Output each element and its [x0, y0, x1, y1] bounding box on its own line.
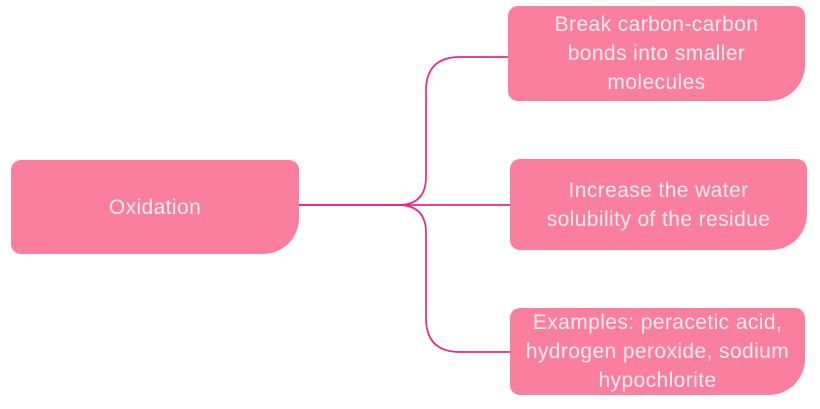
- node-oxidation[interactable]: Oxidation: [11, 160, 299, 254]
- node-increase-water-solubility[interactable]: Increase the water solubility of the res…: [510, 159, 807, 250]
- connector-root-to-child-3: [397, 204, 512, 353]
- node-oxidizer-examples[interactable]: Examples: peracetic acid, hydrogen perox…: [510, 308, 805, 395]
- node-break-carbon-bonds[interactable]: Break carbon-carbon bonds into smaller m…: [508, 6, 805, 101]
- node-break-carbon-bonds-label: Break carbon-carbon bonds into smaller m…: [554, 13, 759, 94]
- node-oxidation-label: Oxidation: [108, 195, 202, 219]
- node-increase-water-solubility-label: Increase the water solubility of the res…: [546, 178, 771, 231]
- connector-root-to-child-1: [298, 56, 510, 206]
- node-oxidizer-examples-label: Examples: peracetic acid, hydrogen perox…: [525, 311, 790, 392]
